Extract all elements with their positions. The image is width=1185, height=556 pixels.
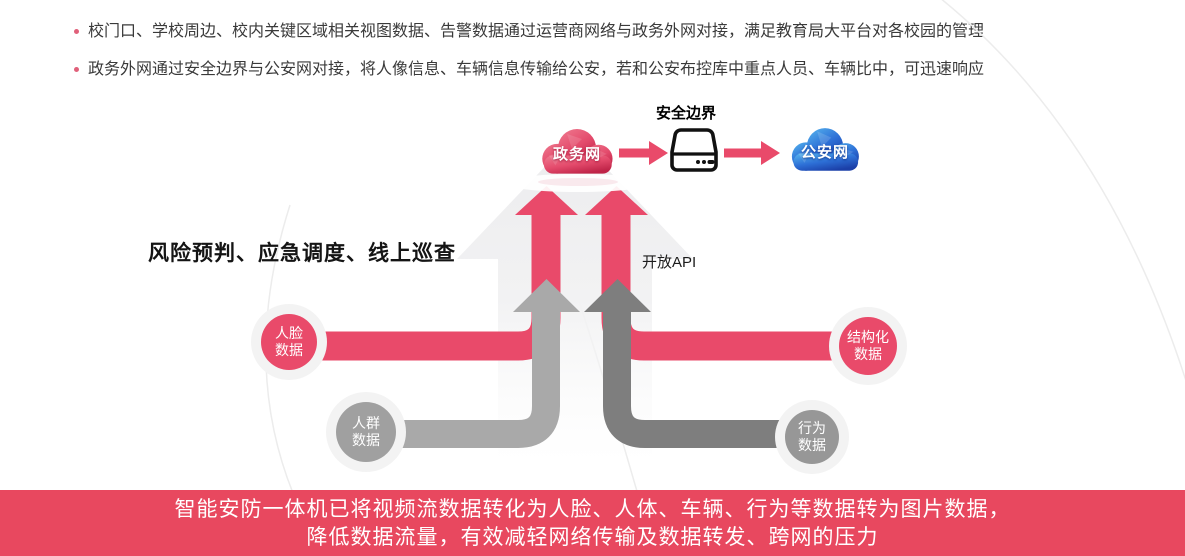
police-cloud-icon: [791, 128, 859, 171]
behavior-data-node: 行为 数据: [785, 410, 839, 464]
house-arrow-background: [457, 135, 693, 462]
structured-data-node: 结构化 数据: [839, 317, 897, 375]
gov-to-gateway-arrow: [619, 141, 668, 165]
behavior-data-flow-arrow: [584, 279, 812, 448]
security-gateway: [668, 126, 720, 174]
bullet-text-2: 政务外网通过安全边界与公安网对接，将人像信息、车辆信息传输给公安，若和公安布控库…: [88, 61, 985, 78]
cloud-glow-core: [538, 178, 618, 186]
police-cloud-label: 公安网: [800, 144, 849, 161]
gov-cloud-icon: [542, 129, 613, 174]
gov-network-cloud: 政务网: [534, 123, 620, 183]
summary-banner: 智能安防一体机已将视频流数据转化为人脸、人体、车辆、行为等数据转为图片数据， 降…: [0, 490, 1185, 556]
banner-line-1: 智能安防一体机已将视频流数据转化为人脸、人体、车辆、行为等数据转为图片数据，: [174, 498, 1011, 521]
crowd-data-node: 人群 数据: [336, 402, 396, 462]
banner-line-2: 降低数据流量，有效减轻网络传输及数据转发、跨网的压力: [306, 526, 879, 549]
secure-boundary-label: 安全边界: [656, 105, 717, 122]
security-gateway-icon: [670, 128, 718, 172]
bullet-dot-icon: [74, 29, 79, 34]
bullet-item-1: 校门口、学校周边、校内关键区域相关视图数据、告警数据通过运营商网络与政务外网对接…: [74, 22, 1148, 42]
bullet-dot-icon: [74, 67, 79, 72]
face-data-node: 人脸 数据: [261, 314, 317, 370]
open-api-label: 开放API: [642, 254, 697, 271]
decorative-arcs: [265, 0, 1185, 556]
capability-title: 风险预判、应急调度、线上巡查: [148, 242, 456, 265]
bullet-item-2: 政务外网通过安全边界与公安网对接，将人像信息、车辆信息传输给公安，若和公安布控库…: [74, 60, 1148, 80]
gateway-to-police-arrow: [724, 141, 780, 165]
crowd-data-flow-arrow: [366, 279, 580, 448]
bullet-text-1: 校门口、学校周边、校内关键区域相关视图数据、告警数据通过运营商网络与政务外网对接…: [88, 23, 985, 40]
gov-cloud-label: 政务网: [552, 146, 601, 163]
police-network-cloud: 公安网: [784, 121, 866, 181]
